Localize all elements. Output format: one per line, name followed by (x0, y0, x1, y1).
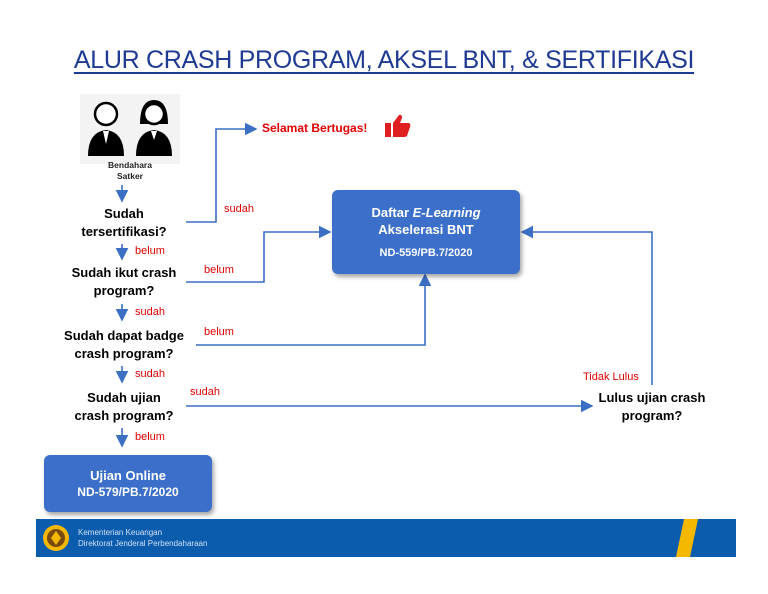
question-line: crash program? (74, 346, 174, 361)
question-line: crash program? (74, 408, 174, 423)
actor-label-line1: Bendahara (108, 160, 152, 170)
label-belum-q2: belum (204, 264, 234, 276)
label-belum-q4: belum (135, 431, 165, 443)
arrow-q1-success (186, 122, 258, 223)
arrow-q3-elearning (196, 273, 432, 346)
question-line: Sudah ujian (87, 390, 161, 405)
question-line: Sudah ikut crash (71, 265, 177, 280)
elearning-subtitle: Akselerasi BNT (378, 222, 474, 237)
actor-label-line2: Satker (117, 171, 143, 181)
ujian-online-box: Ujian Online ND-579/PB.7/2020 (44, 455, 212, 512)
question-line: tersertifikasi? (81, 224, 167, 239)
question-line: Sudah dapat badge (64, 328, 184, 343)
elearning-title-italic: E-Learning (412, 205, 481, 220)
question-tersertifikasi: Sudah tersertifikasi? (62, 205, 186, 241)
footer-accent-stripe (675, 519, 699, 557)
question-line: Sudah (104, 206, 144, 221)
label-sudah-q3: sudah (135, 368, 165, 380)
footer-bar: Kementerian Keuangan Direktorat Jenderal… (36, 519, 736, 557)
question-lulus: Lulus ujian crash program? (586, 389, 718, 425)
elearning-box: Daftar E-Learning Akselerasi BNT ND-559/… (332, 190, 520, 274)
footer-line2: Direktorat Jenderal Perbendaharaan (78, 539, 208, 548)
ujian-title: Ujian Online (90, 468, 166, 483)
question-badge: Sudah dapat badge crash program? (52, 327, 196, 363)
label-tidak-lulus: Tidak Lulus (583, 371, 639, 383)
question-line: program? (93, 283, 155, 298)
actor-label: Bendahara Satker (80, 160, 180, 182)
person-female-icon (136, 100, 172, 156)
success-text: Selamat Bertugas! (262, 121, 368, 135)
elearning-title-prefix: Daftar (371, 205, 413, 220)
elearning-title: Daftar E-Learning (332, 204, 520, 221)
actor-icons (80, 94, 180, 164)
label-sudah-q4: sudah (190, 386, 220, 398)
elearning-ref: ND-559/PB.7/2020 (379, 247, 473, 259)
arrow-q5-elearning (520, 225, 653, 385)
thumbs-up-icon (385, 114, 411, 137)
footer-text: Kementerian Keuangan Direktorat Jenderal… (78, 527, 207, 549)
label-belum-q1: belum (135, 245, 165, 257)
question-line: Lulus ujian crash (598, 390, 706, 405)
question-ikut-crash: Sudah ikut crash program? (58, 264, 190, 300)
ujian-ref: ND-579/PB.7/2020 (77, 485, 179, 499)
question-line: program? (621, 408, 683, 423)
label-sudah-q2: sudah (135, 306, 165, 318)
label-belum-q3: belum (204, 326, 234, 338)
label-sudah-q1: sudah (224, 203, 254, 215)
person-male-icon (88, 101, 124, 156)
arrow-q2-elearning (186, 225, 332, 283)
page-title: ALUR CRASH PROGRAM, AKSEL BNT, & SERTIFI… (73, 46, 695, 74)
footer-line1: Kementerian Keuangan (78, 528, 163, 537)
kemenkeu-logo-icon (43, 525, 69, 551)
question-ujian: Sudah ujian crash program? (58, 389, 190, 425)
